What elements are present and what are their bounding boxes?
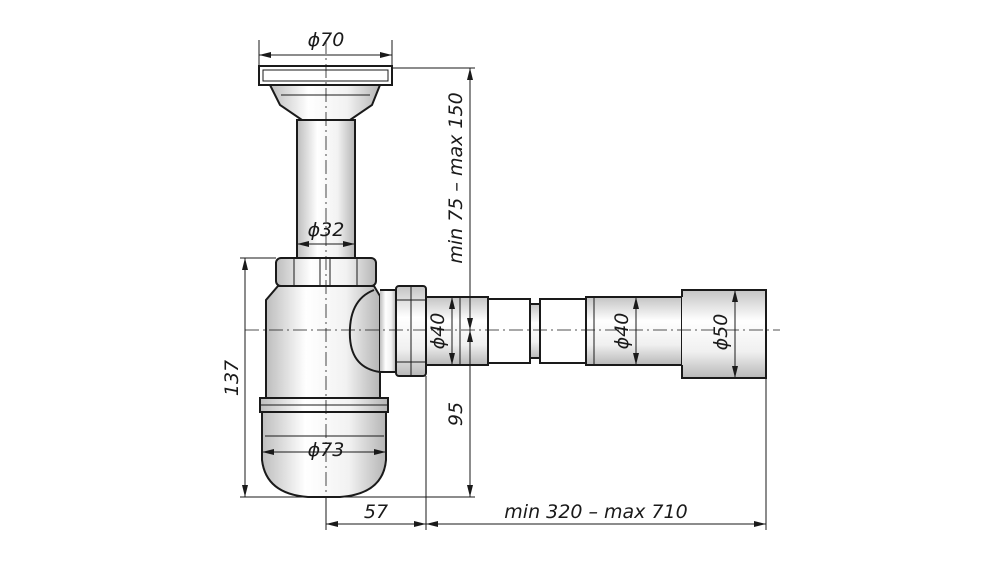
outlet-height-label: 95 [445, 402, 467, 426]
union-nut [275, 257, 377, 287]
bottle-cup [259, 397, 389, 498]
trap-height-label: 137 [221, 360, 243, 396]
outlet-diameter-right-label: ϕ50 [710, 314, 732, 351]
offset-label: 57 [364, 501, 388, 523]
bottle-diameter-label: ϕ73 [308, 439, 345, 461]
sink-flange [258, 65, 393, 121]
horizontal-range-label: min 320 – max 710 [504, 501, 687, 523]
bottle-body [265, 285, 397, 399]
dimension-lines [240, 40, 767, 530]
dimension-labels: ϕ70 ϕ32 min 75 – max 150 137 95 ϕ40 ϕ40 … [221, 29, 732, 523]
siphon-body [258, 65, 767, 498]
flange-diameter-label: ϕ70 [308, 29, 345, 51]
pipe-diameter-label: ϕ32 [308, 219, 345, 241]
center-lines [245, 40, 780, 520]
vertical-range-label: min 75 – max 150 [445, 92, 467, 263]
corrugated-hose [487, 298, 587, 364]
outlet-diameter-left-label: ϕ40 [427, 313, 449, 350]
outlet-diameter-mid-label: ϕ40 [611, 313, 633, 350]
outlet-nut [395, 285, 427, 377]
outlet-stub [425, 296, 489, 366]
